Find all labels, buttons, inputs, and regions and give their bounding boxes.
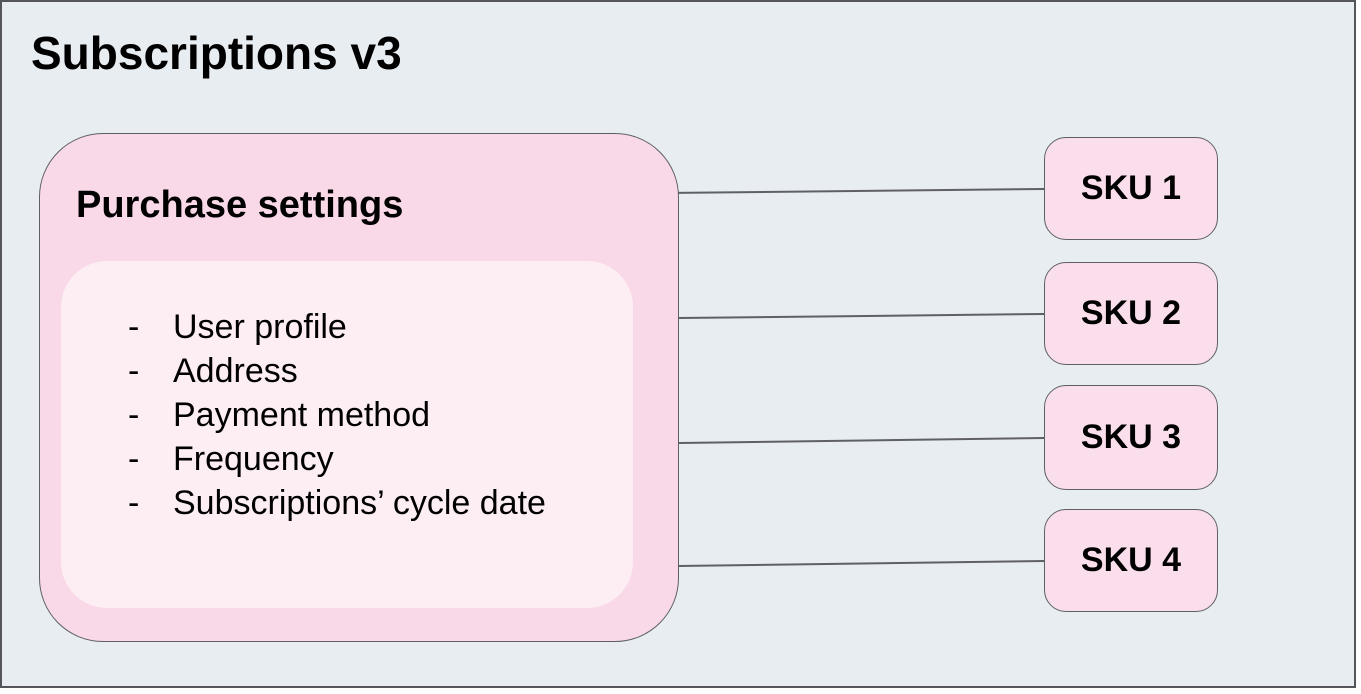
list-item: - Address — [61, 349, 633, 393]
bullet-dash: - — [128, 396, 140, 434]
purchase-settings-list-panel[interactable]: - User profile - Address - Payment metho… — [61, 261, 633, 608]
sku-node-4[interactable]: SKU 4 — [1044, 509, 1218, 612]
connector-sku-1 — [663, 188, 1045, 194]
list-item-text: Payment method — [173, 396, 431, 434]
sku-node-2[interactable]: SKU 2 — [1044, 262, 1218, 365]
list-item-text: User profile — [173, 308, 347, 346]
purchase-settings-node[interactable]: Purchase settings - User profile - Addre… — [39, 133, 679, 642]
purchase-settings-heading: Purchase settings — [76, 184, 404, 226]
sku-label: SKU 3 — [1080, 418, 1182, 456]
bullet-dash: - — [128, 440, 140, 478]
list-item-text: Frequency — [173, 440, 334, 478]
connector-sku-2 — [678, 313, 1045, 319]
bullet-dash: - — [128, 484, 140, 522]
sku-label: SKU 4 — [1080, 541, 1182, 579]
bullet-dash: - — [128, 308, 140, 346]
list-item-text: Subscriptions’ cycle date — [173, 484, 546, 522]
sku-node-3[interactable]: SKU 3 — [1044, 385, 1218, 490]
connector-sku-4 — [677, 560, 1045, 567]
list-item: - Payment method — [61, 393, 633, 437]
sku-label: SKU 1 — [1080, 169, 1182, 207]
list-item: - Frequency — [61, 437, 633, 481]
sku-node-1[interactable]: SKU 1 — [1044, 137, 1218, 240]
sku-label: SKU 2 — [1080, 294, 1182, 332]
diagram-title: Subscriptions v3 — [31, 27, 402, 79]
list-item-text: Address — [173, 352, 298, 390]
list-item: - Subscriptions’ cycle date — [61, 481, 633, 525]
connector-sku-3 — [678, 437, 1045, 444]
bullet-dash: - — [128, 352, 140, 390]
list-item: - User profile — [61, 305, 633, 349]
